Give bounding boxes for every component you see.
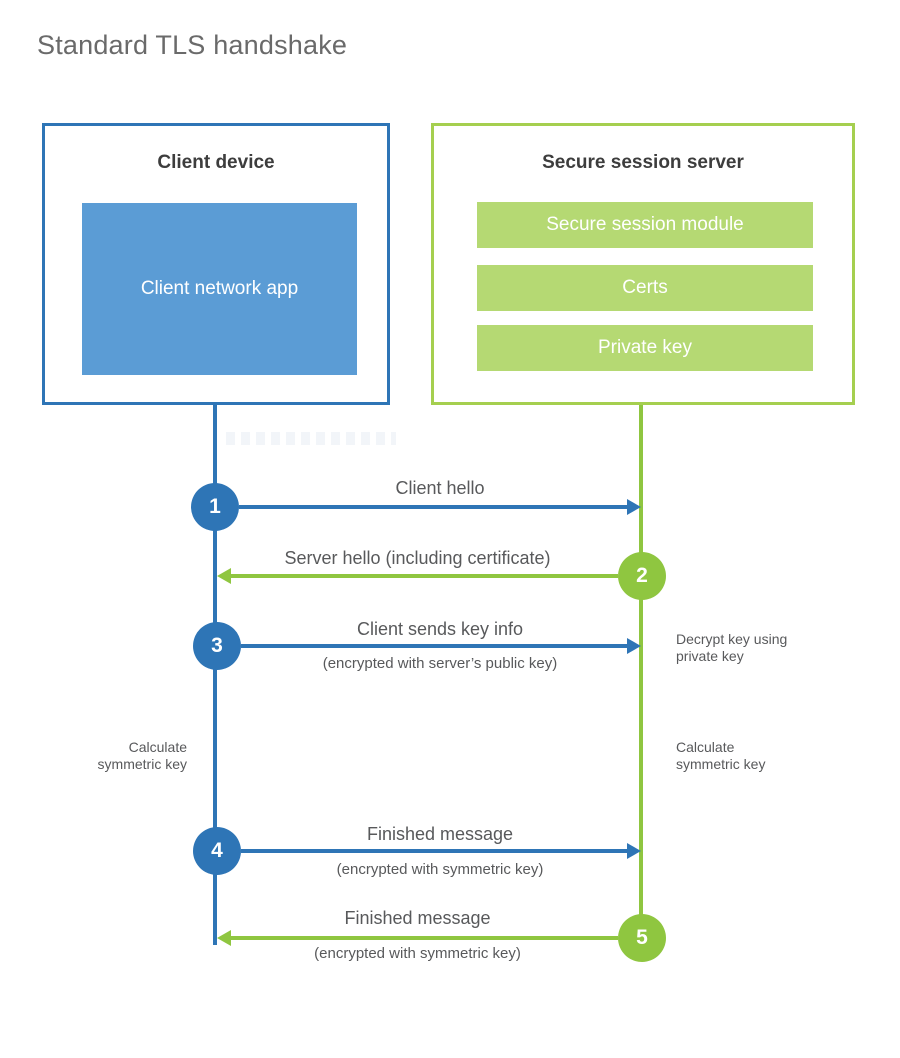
step-3-label: Client sends key info [356, 619, 524, 639]
calc-symmetric-key-note-server: Calculate symmetric key [676, 739, 765, 773]
step-3-sublabel: (encrypted with server’s public key) [322, 655, 558, 672]
server-lifeline [639, 405, 643, 950]
note-line: symmetric key [97, 756, 187, 772]
step-5-sublabel: (encrypted with symmetric key) [314, 945, 521, 962]
server-module-private-key: Private key [477, 325, 813, 371]
step-4-label: Finished message [366, 824, 514, 844]
client-device-box: Client device Client network app [42, 123, 390, 405]
note-line: Calculate [128, 739, 187, 755]
step-2-marker: 2 [618, 552, 666, 600]
step-3-marker: 3 [193, 622, 241, 670]
secure-session-server-title: Secure session server [542, 152, 744, 173]
page-title: Standard TLS handshake [37, 30, 348, 60]
client-network-app-module: Client network app [82, 203, 357, 375]
calc-symmetric-key-note-client: Calculate symmetric key [75, 739, 187, 773]
arrow-head-left-icon [217, 930, 231, 946]
arrow-shaft [241, 849, 629, 853]
note-line: symmetric key [676, 756, 766, 772]
server-module-certs: Certs [477, 265, 813, 311]
step-2-label: Server hello (including certificate) [284, 548, 551, 568]
arrow-shaft [241, 644, 629, 648]
step-4-marker: 4 [193, 827, 241, 875]
faint-dashes-artifact [226, 432, 396, 445]
step-4-sublabel: (encrypted with symmetric key) [336, 861, 544, 878]
secure-session-server-box: Secure session server Secure session mod… [431, 123, 855, 405]
arrow-head-right-icon [627, 843, 641, 859]
note-line: Decrypt key using [676, 631, 788, 647]
step-1-label: Client hello [395, 478, 485, 498]
note-line: private key [676, 648, 744, 664]
arrow-shaft [239, 505, 629, 509]
client-device-title: Client device [157, 152, 275, 173]
note-line: Calculate [676, 739, 735, 755]
decrypt-key-note: Decrypt key using private key [676, 631, 787, 665]
arrow-head-left-icon [217, 568, 231, 584]
arrow-shaft [229, 574, 618, 578]
arrow-head-right-icon [627, 638, 641, 654]
step-5-marker: 5 [618, 914, 666, 962]
arrow-shaft [229, 936, 618, 940]
server-module-secure-session: Secure session module [477, 202, 813, 248]
step-1-marker: 1 [191, 483, 239, 531]
step-5-label: Finished message [344, 908, 491, 928]
arrow-head-right-icon [627, 499, 641, 515]
client-lifeline [213, 405, 217, 945]
